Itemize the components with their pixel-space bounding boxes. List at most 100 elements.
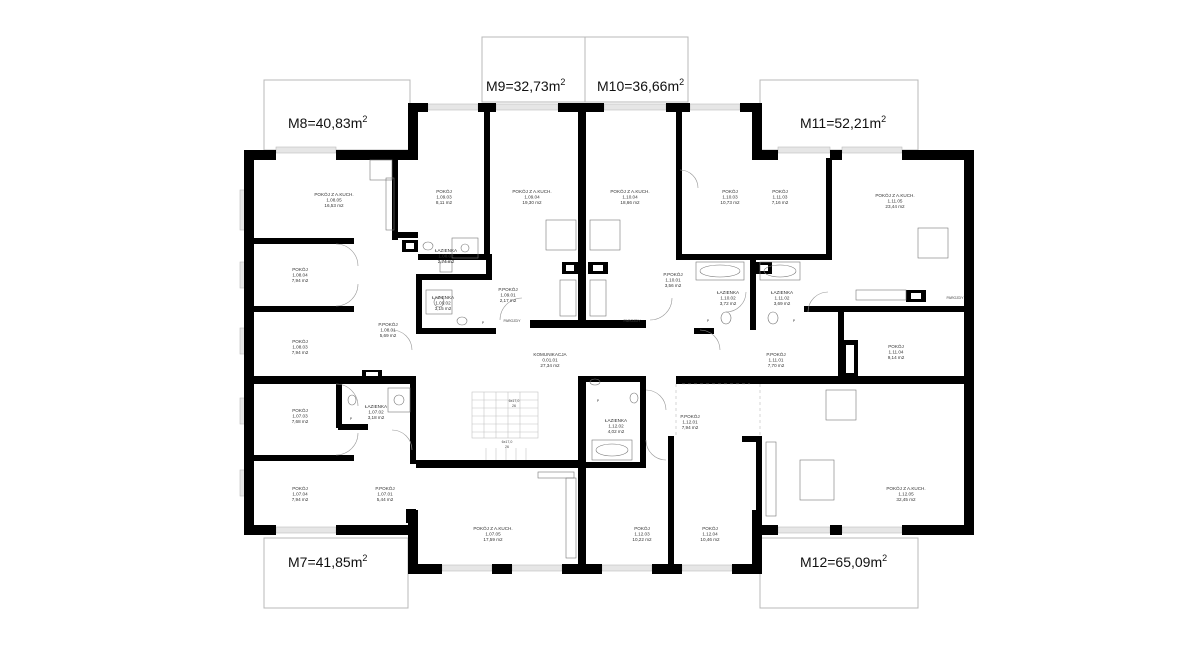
- stair-label: 6x17,0: [502, 440, 513, 444]
- tag-p: P: [482, 321, 485, 325]
- tag-p: P: [707, 319, 710, 323]
- room-area: 10,22 m2: [632, 537, 652, 542]
- room-code: 1.11.03: [773, 195, 788, 200]
- room-name: POKÓJ: [436, 188, 452, 194]
- room-name: POKÓJ: [292, 485, 308, 491]
- door-swings: [335, 169, 829, 461]
- room-code: 1.08.02: [438, 254, 454, 259]
- room-code: 1.11.01: [769, 358, 784, 363]
- room-name: POKÓJ Z A.KUCH.: [875, 192, 914, 198]
- room-name: POKÓJ: [634, 525, 650, 531]
- fixtures: [347, 159, 949, 559]
- room-name: POKÓJ Z A.KUCH.: [886, 485, 925, 491]
- room-name: POKÓJ Z A.KUCH.: [473, 525, 512, 531]
- tag-p: P: [597, 399, 600, 403]
- room-code: 1.12.03: [634, 532, 650, 537]
- room-code: 1.08.04: [292, 273, 308, 278]
- room-code: 1.09.02: [435, 301, 451, 306]
- room-code: 1.09.04: [524, 195, 540, 200]
- room-name: ŁAZIENKA: [717, 290, 740, 295]
- room-name: POKÓJ Z A.KUCH.: [314, 191, 353, 197]
- room-area: 7,68 m2: [292, 419, 309, 424]
- room-area: 3,72 m2: [720, 301, 737, 306]
- tag-p: P: [793, 319, 796, 323]
- room-name: POKÓJ: [772, 188, 788, 194]
- room-code: 1.10.01: [665, 278, 681, 283]
- room-code: 1.12.05: [898, 492, 914, 497]
- room-code: 1.12.01: [682, 420, 698, 425]
- room-code: 1.10.03: [722, 195, 738, 200]
- room-name: P.POKÓJ: [378, 321, 397, 327]
- room-code: 1.07.04: [292, 492, 308, 497]
- room-area: 3,18 m2: [368, 415, 385, 420]
- room-name: KOMUNIKACJA: [533, 352, 567, 357]
- room-code: 1.08.03: [292, 345, 308, 350]
- stair-label: 6x17,0: [509, 399, 520, 403]
- room-area: 8,11 m2: [436, 200, 453, 205]
- room-area: 23,44 m2: [885, 204, 905, 209]
- room-code: 1.07.05: [485, 532, 501, 537]
- room-name: P.POKÓJ: [375, 485, 394, 491]
- room-area: 9,14 m2: [888, 355, 905, 360]
- unit-label-m12: M12=65,09m2: [800, 553, 887, 570]
- room-area: 2,17 m2: [500, 298, 517, 303]
- room-name: ŁAZIENKA: [605, 418, 628, 423]
- walls: [244, 103, 974, 574]
- room-area: 4,02 m2: [608, 429, 625, 434]
- room-code: 1.07.02: [368, 410, 384, 415]
- room-code: 1.08.05: [326, 198, 342, 203]
- small-tags: P P P P P PAROZDY PAROZDY PAROZDY 6x17,0…: [350, 296, 964, 449]
- room-name: POKÓJ: [292, 266, 308, 272]
- room-name: P.POKÓJ: [498, 286, 517, 292]
- room-area: 7,94 m2: [292, 497, 309, 502]
- room-code: 1.08.01: [380, 328, 396, 333]
- room-area: 3,56 m2: [665, 283, 682, 288]
- room-name: POKÓJ Z A.KUCH.: [512, 188, 551, 194]
- unit-label-m8: M8=40,83m2: [288, 114, 367, 131]
- room-name: P.POKÓJ: [663, 271, 682, 277]
- room-name: POKÓJ: [292, 338, 308, 344]
- room-code: 1.07.03: [292, 414, 308, 419]
- chimney-cores: [366, 243, 921, 376]
- room-name: ŁAZIENKA: [432, 295, 455, 300]
- room-name: ŁAZIENKA: [771, 290, 794, 295]
- room-name: POKÓJ: [722, 188, 738, 194]
- room-code: 1.07.01: [377, 492, 393, 497]
- unit-label-m9: M9=32,73m2: [486, 77, 565, 94]
- room-area: 10,73 m2: [720, 200, 740, 205]
- unit-label-m10: M10=36,66m2: [597, 77, 684, 94]
- room-name: POKÓJ: [702, 525, 718, 531]
- stair-label: 26: [512, 404, 516, 408]
- room-code: 1.11.05: [888, 199, 903, 204]
- room-code: 1.11.02: [775, 296, 790, 301]
- stair-label: 26: [505, 445, 509, 449]
- balcony-m7: [263, 537, 409, 609]
- room-name: ŁAZIENKA: [365, 404, 388, 409]
- balcony-m12: [759, 537, 919, 609]
- room-name: ŁAZIENKA: [435, 248, 458, 253]
- room-area: 3,15 m2: [435, 306, 452, 311]
- room-code: 1.09.03: [436, 195, 452, 200]
- room-area: 7,70 m2: [768, 363, 785, 368]
- unit-label-m7: M7=41,85m2: [288, 553, 367, 570]
- room-area: 18,66 m2: [620, 200, 640, 205]
- room-area: 27,34 m2: [540, 363, 560, 368]
- room-area: 5,44 m2: [377, 497, 394, 502]
- appliance-tag: PAROZDY: [503, 319, 521, 323]
- balcony-m10: [584, 36, 689, 103]
- room-area: 10,46 m2: [700, 537, 720, 542]
- tag-p: P: [350, 417, 353, 421]
- appliance-tag: PAROZDY: [946, 296, 964, 300]
- room-code: 1.12.02: [608, 424, 624, 429]
- room-area: 5,69 m2: [380, 333, 397, 338]
- room-code: 1.10.04: [622, 195, 638, 200]
- room-area: 2,74 m2: [438, 259, 455, 264]
- room-code: 1.10.02: [720, 296, 736, 301]
- unit-label-m11: M11=52,21m2: [800, 114, 886, 131]
- room-area: 7,94 m2: [292, 350, 309, 355]
- room-area: 7,94 m2: [682, 425, 699, 430]
- room-area: 7,94 m2: [292, 278, 309, 283]
- room-name: POKÓJ: [888, 343, 904, 349]
